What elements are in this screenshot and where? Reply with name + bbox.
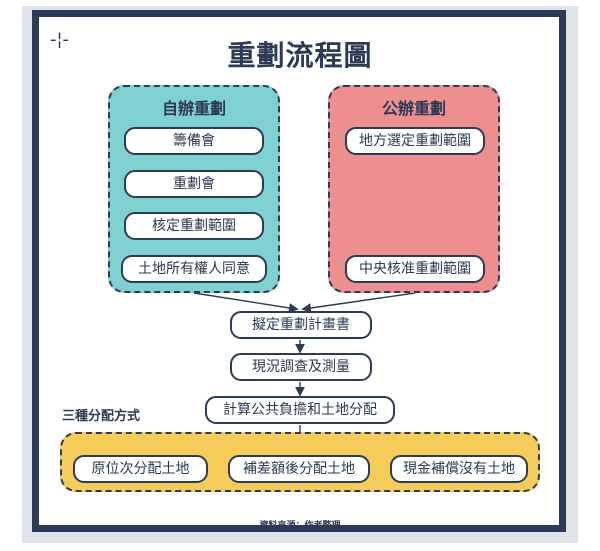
step-survey: 現況調查及測量 xyxy=(230,353,372,381)
step-calculate-allocation: 計算公共負擔和土地分配 xyxy=(205,396,395,424)
arrow-self-to-plan xyxy=(193,292,299,313)
step-central-approves-scope: 中央核准重劃範圍 xyxy=(345,255,485,283)
methods-label: 三種分配方式 xyxy=(62,409,141,424)
step-draft-plan: 擬定重劃計畫書 xyxy=(230,311,372,339)
method-pay-difference: 補差額後分配土地 xyxy=(228,455,370,483)
step-readjustment-council: 重劃會 xyxy=(124,170,264,198)
method-cash-compensation: 現金補償沒有土地 xyxy=(390,455,528,483)
diagram-title: 重劃流程圖 xyxy=(227,39,373,72)
self-group-heading: 自辦重劃 xyxy=(161,99,226,118)
step-preparatory-meeting: 籌備會 xyxy=(124,127,264,155)
public-group-heading: 公辦重劃 xyxy=(381,99,446,118)
step-local-selects-scope: 地方選定重劃範圍 xyxy=(345,127,485,155)
method-original-position: 原位次分配土地 xyxy=(73,455,208,483)
source-note: 資料來源：作者整理 xyxy=(259,521,341,531)
sparkle-icon: -¦- xyxy=(50,29,70,50)
step-approve-scope: 核定重劃範圍 xyxy=(124,212,264,240)
step-owner-consent: 土地所有權人同意 xyxy=(121,255,267,283)
arrow-public-to-plan xyxy=(301,292,416,313)
